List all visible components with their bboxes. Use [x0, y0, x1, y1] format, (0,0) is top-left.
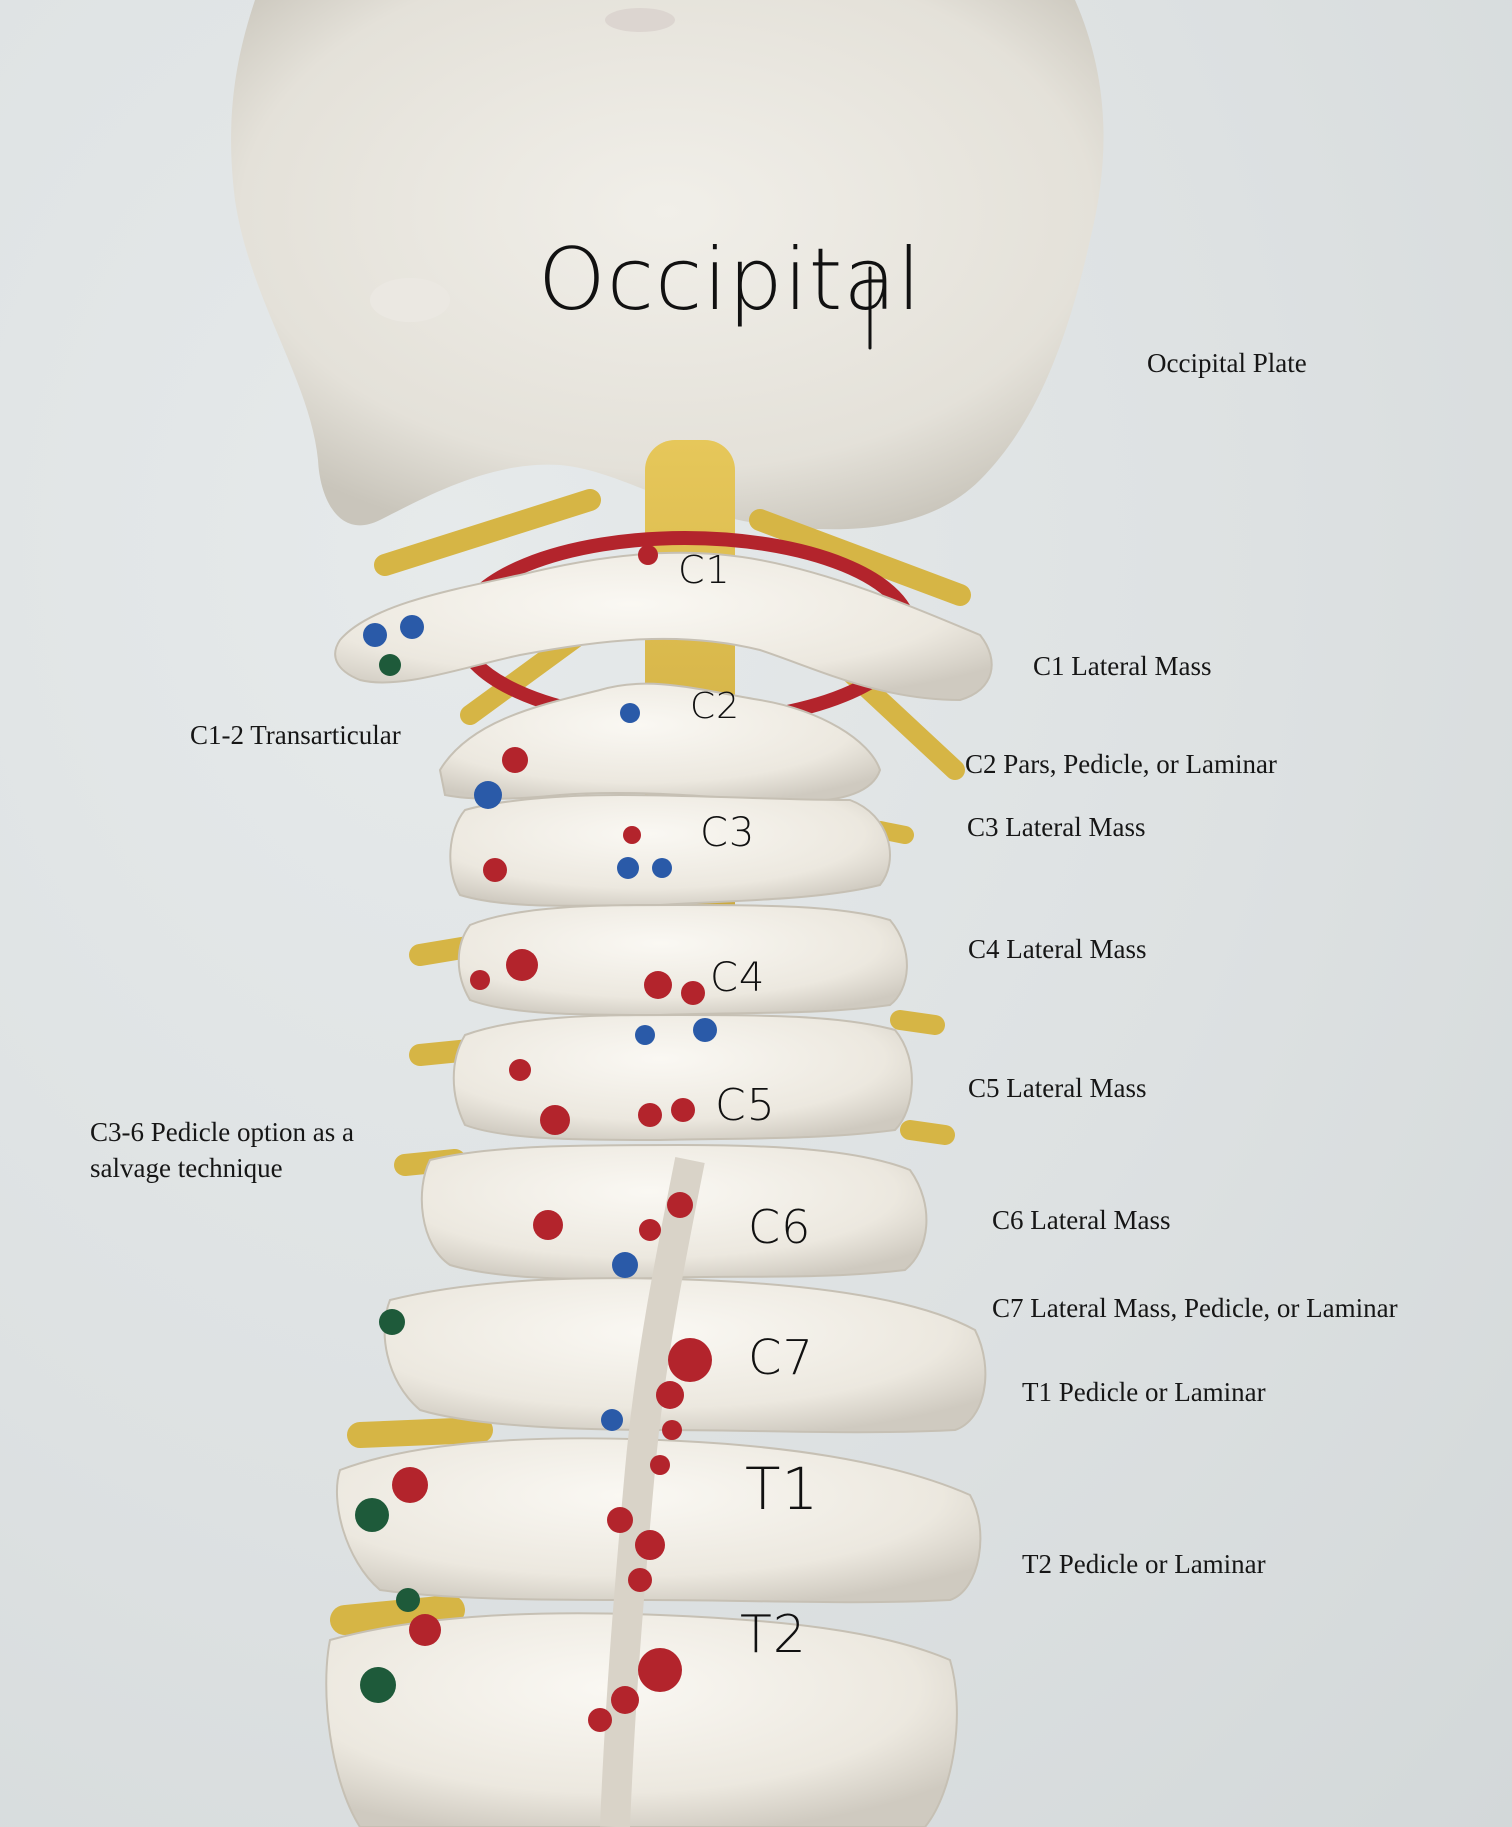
label-c2-pars: C2 Pars, Pedicle, or Laminar [965, 749, 1277, 779]
handwritten-c3: C3 [700, 810, 756, 856]
green-screw-markers [355, 654, 420, 1703]
handwritten-c7: C7 [748, 1330, 815, 1386]
label-c4-lateral-mass: C4 Lateral Mass [968, 934, 1147, 964]
red-screw-markers [392, 545, 712, 1732]
vertebrae [325, 551, 993, 1827]
label-occipital-plate: Occipital Plate [1147, 348, 1307, 378]
handwritten-c5: C5 [715, 1080, 776, 1131]
handwritten-c2: C2 [690, 686, 741, 727]
occipital-bone [231, 0, 1104, 530]
handwritten-c6: C6 [748, 1200, 812, 1254]
label-c3-6-pedicle-line1: C3-6 Pedicle option as a [90, 1117, 354, 1147]
handwritten-occipital: Occipital [538, 230, 922, 330]
label-c5-lateral-mass: C5 Lateral Mass [968, 1073, 1147, 1103]
label-c7-lateral-mass: C7 Lateral Mass, Pedicle, or Laminar [992, 1293, 1398, 1323]
label-c1-lateral-mass: C1 Lateral Mass [1033, 651, 1212, 681]
label-t2-pedicle: T2 Pedicle or Laminar [1022, 1549, 1266, 1579]
label-c3-lateral-mass: C3 Lateral Mass [967, 812, 1146, 842]
handwritten-c4: C4 [710, 955, 766, 1001]
handwritten-c1: C1 [678, 548, 731, 592]
blue-screw-markers [363, 615, 717, 1431]
label-c6-lateral-mass: C6 Lateral Mass [992, 1205, 1171, 1235]
handwritten-t1: T1 [745, 1455, 820, 1523]
label-c1-2-transarticular: C1-2 Transarticular [190, 720, 401, 750]
label-c3-6-pedicle-line2: salvage technique [90, 1153, 283, 1183]
handwritten-t2: T2 [740, 1605, 807, 1665]
label-t1-pedicle: T1 Pedicle or Laminar [1022, 1377, 1266, 1407]
